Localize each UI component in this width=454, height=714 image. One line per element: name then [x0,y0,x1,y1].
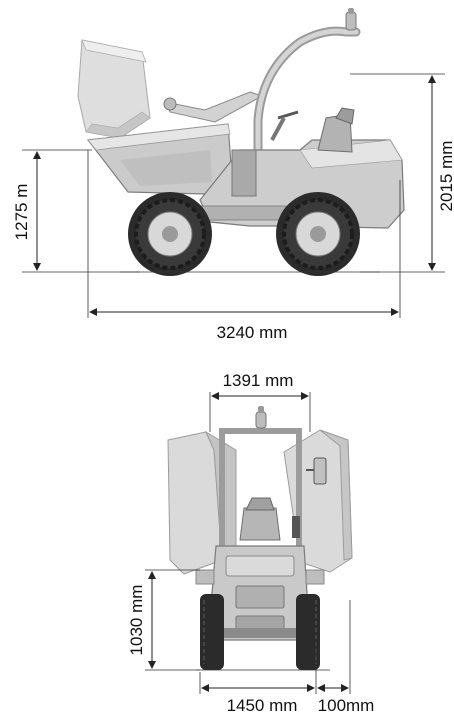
length-label: 3240 mm [217,323,288,342]
dim-dump-height: 1275 m [12,149,140,273]
dim-rops-width: 1391 mm [209,371,311,432]
front-axle [224,628,296,638]
tipping-arm [163,91,264,123]
front-seat [239,497,300,541]
offset-label: 100mm [318,696,375,714]
total-height-label: 2015 mm [437,141,454,212]
front-rops-frame [219,406,302,550]
rops-frame [253,8,361,183]
dim-front-height: 1030 mm [127,569,200,671]
front-height-label: 1030 mm [127,585,146,656]
rops-width-label: 1391 mm [223,371,294,390]
front-wheel [128,192,212,276]
track-width-label: 1450 mm [227,696,298,714]
front-right-wheel [296,594,320,670]
dump-height-label: 1275 m [12,184,31,241]
operator-seat [270,107,355,153]
side-view: 1275 m 2015 mm 3240 mm [12,8,454,342]
raised-skip-ghost [77,39,151,139]
dim-length: 3240 mm [87,150,401,342]
front-view: 1391 mm 1030 mm 1450 mm 100mm [127,371,374,714]
side-mirror [306,457,327,485]
dim-track-width: 1450 mm 100mm [199,600,375,714]
chassis [199,139,405,229]
rear-wheel [276,192,360,276]
front-left-wheel [200,594,224,670]
front-skip [86,123,233,195]
front-body [195,545,325,641]
